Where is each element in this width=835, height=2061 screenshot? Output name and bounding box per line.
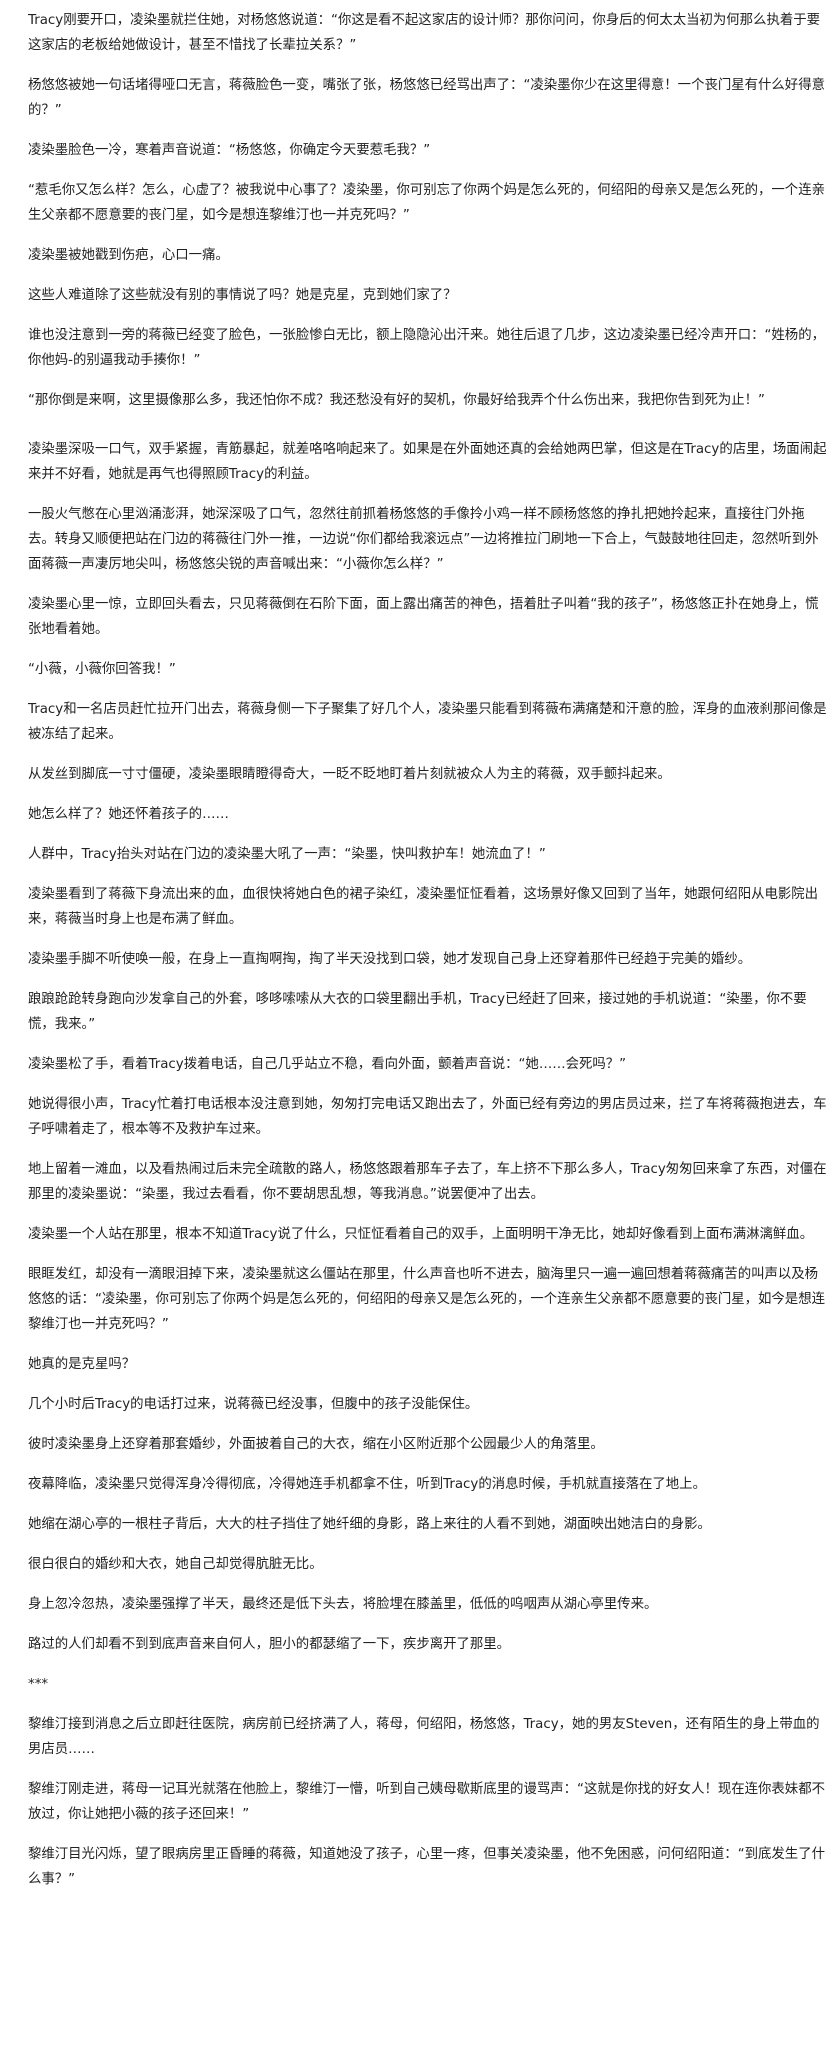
paragraph: 黎维汀目光闪烁，望了眼病房里正昏睡的蒋薇，知道她没了孩子，心里一疼，但事关凌染墨… xyxy=(28,1847,825,1887)
paragraph: 几个小时后Tracy的电话打过来，说蒋薇已经没事，但腹中的孩子没能保住。 xyxy=(28,1397,479,1412)
paragraph: “惹毛你又怎么样？怎么，心虚了？被我说中心事了？凌染墨，你可别忘了你两个妈是怎么… xyxy=(28,183,825,223)
paragraph: “那你倒是来啊，这里摄像那么多，我还怕你不成？我还愁没有好的契机，你最好给我弄个… xyxy=(28,393,765,408)
paragraph: 黎维汀接到消息之后立即赶往医院，病房前已经挤满了人，蒋母，何绍阳，杨悠悠，Tra… xyxy=(28,1717,820,1757)
paragraph: 踉踉跄跄转身跑向沙发拿自己的外套，哆哆嗦嗦从大衣的口袋里翻出手机，Tracy已经… xyxy=(28,992,807,1032)
paragraph: 她说得很小声，Tracy忙着打电话根本没注意到她，匆匆打完电话又跑出去了，外面已… xyxy=(28,1097,827,1137)
paragraph: 她真的是克星吗？ xyxy=(28,1357,136,1372)
paragraph: 杨悠悠被她一句话堵得哑口无言，蒋薇脸色一变，嘴张了张，杨悠悠已经骂出声了：“凌染… xyxy=(28,78,825,118)
paragraph: *** xyxy=(28,1677,49,1692)
paragraph: Tracy刚要开口，凌染墨就拦住她，对杨悠悠说道：“你这是看不起这家店的设计师？… xyxy=(28,13,821,53)
paragraph: 很白很白的婚纱和大衣，她自己却觉得肮脏无比。 xyxy=(28,1557,323,1572)
paragraph: 她怎么样了？她还怀着孩子的…… xyxy=(28,807,229,822)
paragraph: 谁也没注意到一旁的蒋薇已经变了脸色，一张脸惨白无比，额上隐隐沁出汗来。她往后退了… xyxy=(28,328,825,368)
paragraph: 凌染墨看到了蒋薇下身流出来的血，血很快将她白色的裙子染红，凌染墨怔怔看着，这场景… xyxy=(28,887,819,927)
paragraph: Tracy和一名店员赶忙拉开门出去，蒋薇身侧一下子聚集了好几个人，凌染墨只能看到… xyxy=(28,702,827,742)
paragraph: 人群中，Tracy抬头对站在门边的凌染墨大吼了一声：“染墨，快叫救护车！她流血了… xyxy=(28,847,546,862)
paragraph: 凌染墨手脚不听使唤一般，在身上一直掏啊掏，掏了半天没找到口袋，她才发现自己身上还… xyxy=(28,952,752,967)
paragraph: 黎维汀刚走进，蒋母一记耳光就落在他脸上，黎维汀一懵，听到自己姨母歇斯底里的谩骂声… xyxy=(28,1782,825,1822)
paragraph: 地上留着一滩血，以及看热闹过后未完全疏散的路人，杨悠悠跟着那车子去了，车上挤不下… xyxy=(28,1162,827,1202)
paragraph: 身上忽冷忽热，凌染墨强撑了半天，最终还是低下头去，将脸埋在膝盖里，低低的呜咽声从… xyxy=(28,1597,658,1612)
paragraph: 凌染墨一个人站在那里，根本不知道Tracy说了什么，只怔怔看着自己的双手，上面明… xyxy=(28,1227,814,1242)
paragraph: 凌染墨松了手，看着Tracy拨着电话，自己几乎站立不稳，看向外面，颤着声音说：“… xyxy=(28,1057,627,1072)
paragraph: 一股火气憋在心里汹涌澎湃，她深深吸了口气，忽然往前抓着杨悠悠的手像拎小鸡一样不顾… xyxy=(28,507,819,572)
paragraph: 眼眶发红，却没有一滴眼泪掉下来，凌染墨就这么僵站在那里，什么声音也听不进去，脑海… xyxy=(28,1267,825,1332)
paragraph: 从发丝到脚底一寸寸僵硬，凌染墨眼睛瞪得奇大，一眨不眨地盯着片刻就被众人为主的蒋薇… xyxy=(28,767,671,782)
paragraph: 凌染墨脸色一冷，寒着声音说道：“杨悠悠，你确定今天要惹毛我？” xyxy=(28,143,431,158)
paragraph: 这些人难道除了这些就没有别的事情说了吗？她是克星，克到她们家了？ xyxy=(28,288,457,303)
paragraph: 凌染墨深吸一口气，双手紧握，青筋暴起，就差咯咯响起来了。如果是在外面她还真的会给… xyxy=(28,442,827,482)
paragraph: 凌染墨心里一惊，立即回头看去，只见蒋薇倒在石阶下面，面上露出痛苦的神色，捂着肚子… xyxy=(28,597,819,637)
paragraph: 彼时凌染墨身上还穿着那套婚纱，外面披着自己的大衣，缩在小区附近那个公园最少人的角… xyxy=(28,1437,604,1452)
paragraph: 路过的人们却看不到到底声音来自何人，胆小的都瑟缩了一下，疾步离开了那里。 xyxy=(28,1637,511,1652)
paragraph: 她缩在湖心亭的一根柱子背后，大大的柱子挡住了她纤细的身影，路上来往的人看不到她，… xyxy=(28,1517,711,1532)
paragraph: 凌染墨被她戳到伤疤，心口一痛。 xyxy=(28,248,229,263)
paragraph: “小薇，小薇你回答我！” xyxy=(28,662,176,677)
paragraph: 夜幕降临，凌染墨只觉得浑身冷得彻底，冷得她连手机都拿不住，听到Tracy的消息时… xyxy=(28,1477,706,1492)
